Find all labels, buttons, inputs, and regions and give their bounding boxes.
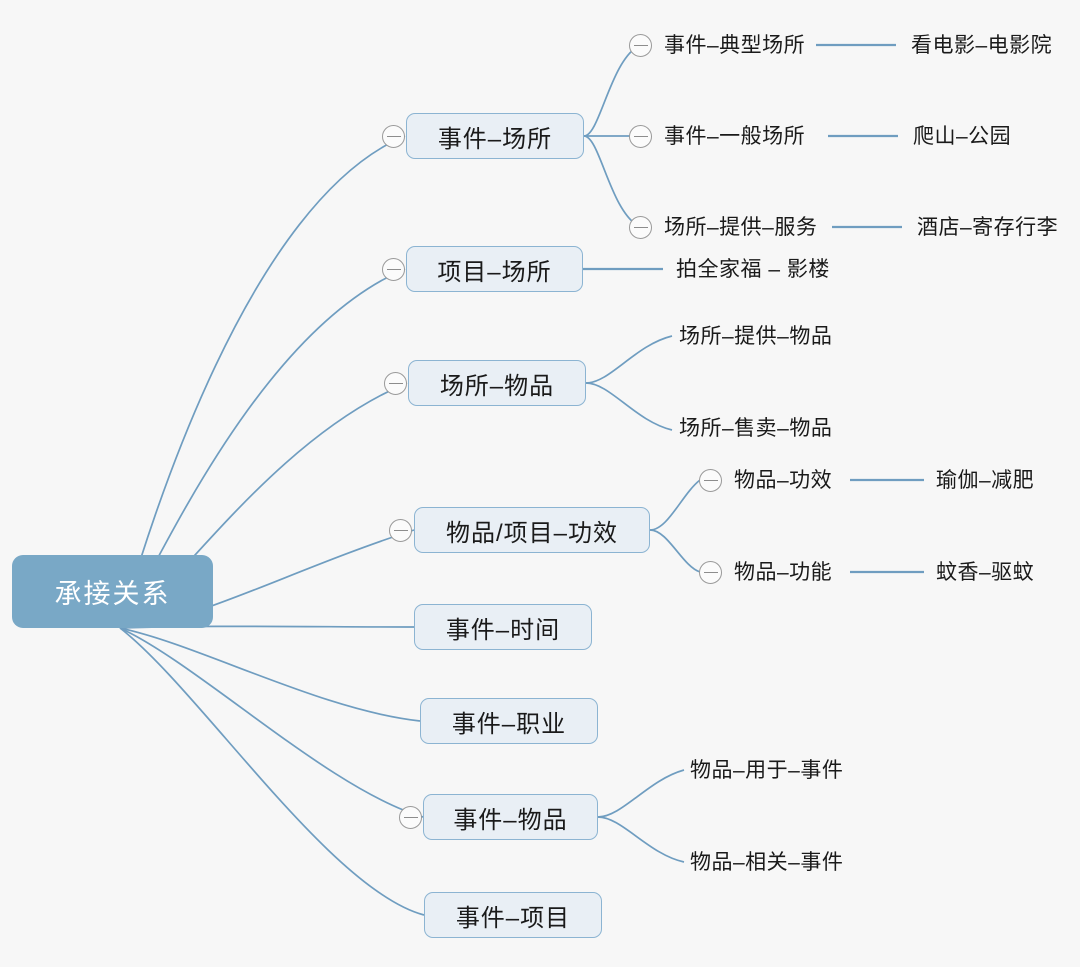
branch-node-label: 事件–职业 — [451, 710, 567, 738]
leaf-label-hotel-luggage[interactable]: 酒店–寄存行李 — [917, 216, 1059, 239]
collapse-icon-branch-1[interactable] — [382, 258, 405, 281]
branch-node-label: 事件–场所 — [437, 125, 553, 153]
sub-label-item-related-event[interactable]: 物品–相关–事件 — [690, 851, 844, 874]
branch-node-label: 场所–物品 — [439, 372, 555, 400]
sub-label-place-provides-service[interactable]: 场所–提供–服务 — [664, 216, 818, 239]
sub-label-item-used-for-event[interactable]: 物品–用于–事件 — [690, 759, 844, 782]
branch-node-place-item[interactable]: 场所–物品 — [408, 360, 586, 406]
branch-node-label: 事件–时间 — [445, 616, 561, 644]
root-node-label: 承接关系 — [54, 579, 171, 609]
branch-node-event-time[interactable]: 事件–时间 — [414, 604, 592, 650]
branch-node-event-place[interactable]: 事件–场所 — [406, 113, 584, 159]
sub-label-item-effect[interactable]: 物品–功效 — [734, 469, 833, 492]
leaf-label-coil-mosquito[interactable]: 蚊香–驱蚊 — [936, 561, 1035, 584]
collapse-icon-branch-3[interactable] — [389, 519, 412, 542]
sub-label-place-provides-item[interactable]: 场所–提供–物品 — [679, 325, 833, 348]
sub-label-item-function[interactable]: 物品–功能 — [734, 561, 833, 584]
branch-node-label: 事件–项目 — [455, 904, 571, 932]
root-node[interactable]: 承接关系 — [12, 555, 213, 628]
collapse-icon-branch-0[interactable] — [382, 125, 405, 148]
collapse-icon-branch-2[interactable] — [384, 372, 407, 395]
sub-label-family-photo-studio[interactable]: 拍全家福 – 影楼 — [676, 258, 830, 281]
collapse-icon-sub-0-0[interactable] — [629, 34, 652, 57]
branch-node-event-project[interactable]: 事件–项目 — [424, 892, 602, 938]
leaf-label-hiking-park[interactable]: 爬山–公园 — [913, 125, 1012, 148]
branch-node-project-place[interactable]: 项目–场所 — [406, 246, 583, 292]
branch-node-item-project-effect[interactable]: 物品/项目–功效 — [414, 507, 650, 553]
branch-node-label: 事件–物品 — [453, 806, 568, 834]
branch-node-event-occupation[interactable]: 事件–职业 — [420, 698, 598, 744]
sub-label-place-sells-item[interactable]: 场所–售卖–物品 — [679, 417, 833, 440]
sub-label-event-typical-place[interactable]: 事件–典型场所 — [664, 34, 806, 57]
leaf-label-yoga-weightloss[interactable]: 瑜伽–减肥 — [936, 469, 1035, 492]
branch-node-label: 物品/项目–功效 — [445, 519, 618, 547]
collapse-icon-sub-3-1[interactable] — [699, 561, 722, 584]
branch-node-event-item[interactable]: 事件–物品 — [423, 794, 598, 840]
collapse-icon-branch-6[interactable] — [399, 806, 422, 829]
collapse-icon-sub-0-1[interactable] — [629, 125, 652, 148]
leaf-label-movie-cinema[interactable]: 看电影–电影院 — [911, 34, 1053, 57]
branch-node-label: 项目–场所 — [437, 258, 552, 286]
sub-label-event-general-place[interactable]: 事件–一般场所 — [664, 125, 806, 148]
collapse-icon-sub-3-0[interactable] — [699, 469, 722, 492]
collapse-icon-sub-0-2[interactable] — [629, 216, 652, 239]
